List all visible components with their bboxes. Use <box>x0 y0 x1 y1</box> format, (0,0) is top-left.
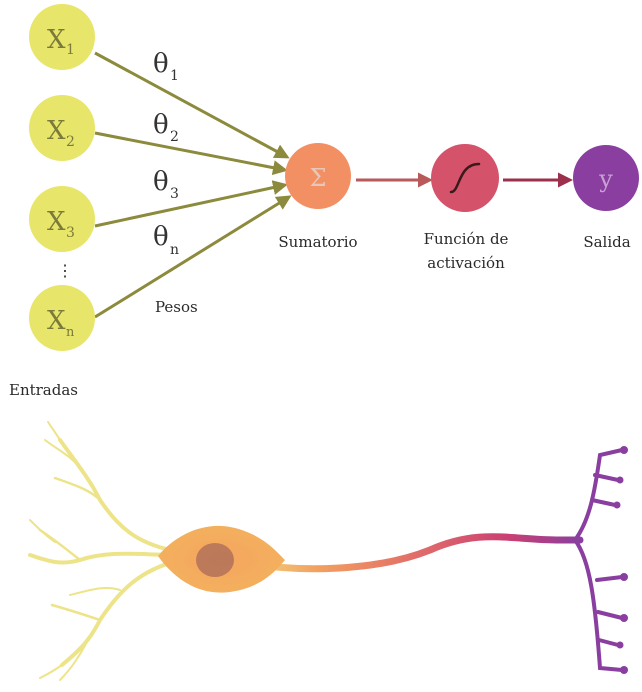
arrow-x1-to-sum <box>95 53 287 157</box>
svg-text:X: X <box>47 306 66 336</box>
svg-text:3: 3 <box>66 225 75 241</box>
activation-node-label-line2: activación <box>427 254 505 272</box>
svg-text:3: 3 <box>170 186 179 202</box>
arrow-x3-to-sum <box>95 185 285 226</box>
weight-arrows <box>95 53 289 317</box>
input-node-x3: X 3 <box>29 186 95 252</box>
sum-node: Σ <box>285 143 351 209</box>
svg-text:Σ: Σ <box>310 164 327 192</box>
svg-text:θ: θ <box>153 49 169 79</box>
svg-text:θ: θ <box>153 222 169 252</box>
svg-text:1: 1 <box>170 68 179 84</box>
output-node: y <box>573 145 639 211</box>
svg-text:X: X <box>47 207 66 237</box>
activation-node <box>431 144 499 212</box>
arrow-x2-to-sum <box>95 133 285 170</box>
biological-neuron-illustration <box>30 422 628 680</box>
weight-label-n: θ n <box>153 222 179 258</box>
activation-node-label-line1: Función de <box>424 230 509 248</box>
input-node-x1: X 1 <box>29 4 95 70</box>
svg-text:1: 1 <box>66 42 75 58</box>
nucleus <box>196 543 234 577</box>
output-node-label: Salida <box>583 233 630 251</box>
weight-label-2: θ 2 <box>153 110 179 145</box>
input-ellipsis: ⋮ <box>57 261 73 280</box>
input-node-x2: X 2 <box>29 95 95 161</box>
input-node-xn: X n <box>29 285 95 351</box>
svg-text:θ: θ <box>153 167 169 197</box>
weight-label-3: θ 3 <box>153 167 179 202</box>
svg-text:n: n <box>170 242 179 258</box>
sum-node-label: Sumatorio <box>278 233 357 251</box>
svg-text:y: y <box>598 165 613 193</box>
axon-terminals <box>575 450 622 670</box>
inputs-caption: Entradas <box>9 381 78 399</box>
svg-text:2: 2 <box>170 129 179 145</box>
svg-text:n: n <box>66 325 75 340</box>
dendrites <box>30 422 180 680</box>
weight-label-1: θ 1 <box>153 49 179 84</box>
svg-text:2: 2 <box>66 134 75 150</box>
weights-caption: Pesos <box>155 298 198 316</box>
svg-text:X: X <box>47 25 66 55</box>
axon <box>230 537 580 569</box>
svg-text:θ: θ <box>153 110 169 140</box>
svg-text:X: X <box>47 116 66 146</box>
